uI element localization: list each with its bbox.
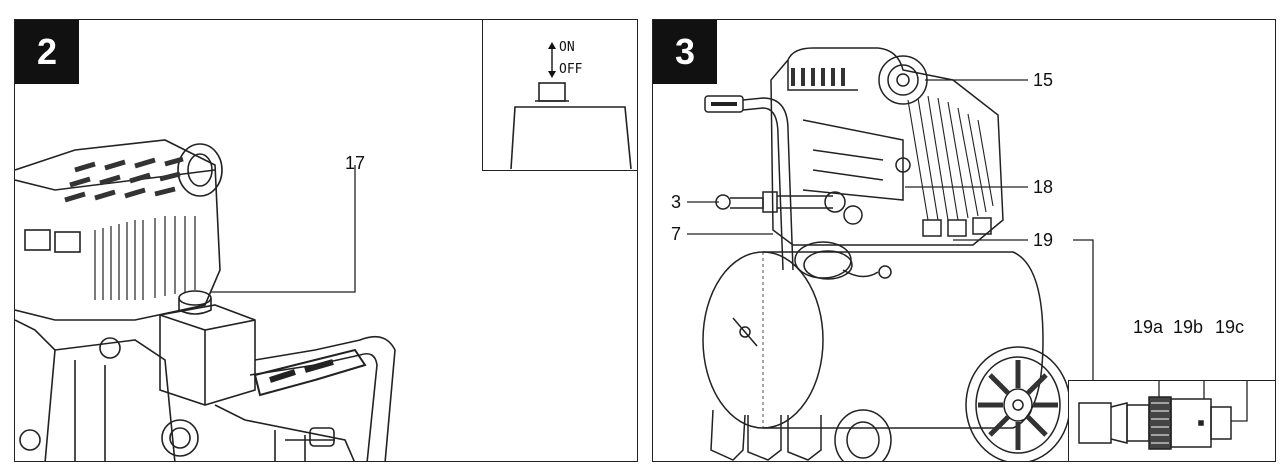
switch-diagram — [510, 42, 632, 170]
callout-17: 17 — [345, 153, 366, 173]
callout-18: 18 — [1033, 177, 1054, 197]
panel-number-badge: 2 — [15, 20, 79, 84]
down-arrow-icon — [548, 61, 556, 78]
figure-panel-2: 2 — [14, 19, 638, 462]
callout-19: 19 — [1033, 230, 1054, 250]
callout-3: 3 — [671, 192, 682, 212]
on-off-switch-inset: ON OFF — [482, 20, 637, 171]
switch-on-label: ON — [559, 40, 575, 55]
callout-15: 15 — [1033, 70, 1054, 90]
quick-coupling-diagram — [1078, 381, 1248, 450]
callout-19c: 19c — [1215, 317, 1245, 337]
callout-19a: 19a — [1133, 317, 1164, 337]
compressor-full-illustration — [687, 47, 1094, 461]
quick-coupling-inset — [1068, 380, 1275, 461]
figure-panel-3: 3 — [652, 19, 1276, 462]
callout-19b: 19b — [1173, 317, 1204, 337]
callout-7: 7 — [671, 224, 682, 244]
switch-off-label: OFF — [559, 62, 583, 77]
panel-number-badge: 3 — [653, 20, 717, 84]
up-arrow-icon — [548, 42, 556, 61]
compressor-closeup-illustration — [15, 139, 396, 461]
